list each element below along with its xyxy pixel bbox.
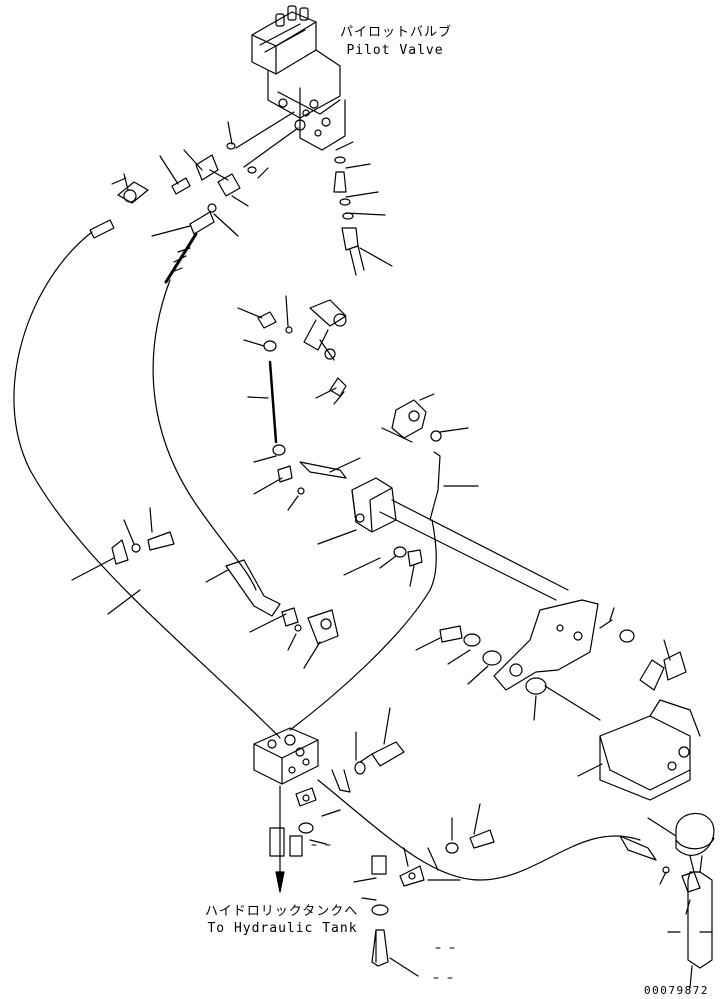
pilot-valve-label-jp: パイロットバルブ: [340, 25, 453, 40]
block-bolts: [332, 708, 494, 976]
pilot-valve-label-en: Pilot Valve: [346, 43, 444, 58]
hoses: [14, 232, 640, 880]
bracket-plate: [494, 600, 634, 690]
leader-lines-top: [228, 112, 392, 266]
hydraulic-tank-label-en: To Hydraulic Tank: [207, 921, 358, 936]
washers-bolts-right: [380, 547, 600, 720]
accumulator: [620, 813, 714, 988]
accumulator-bracket: [578, 640, 700, 800]
left-lower-fittings: [72, 508, 338, 668]
center-linkage: [238, 296, 346, 510]
dash-marks: [312, 845, 454, 978]
pilot-valve: [252, 6, 345, 150]
drawing-number: 00079872: [644, 984, 709, 997]
distribution-block: [254, 728, 340, 892]
hydraulic-tank-label-jp: ハイドロリックタンクへ: [205, 904, 359, 919]
valve-fittings: [227, 143, 364, 275]
bracket-and-shaft: [300, 394, 568, 600]
left-fittings: [90, 150, 248, 282]
